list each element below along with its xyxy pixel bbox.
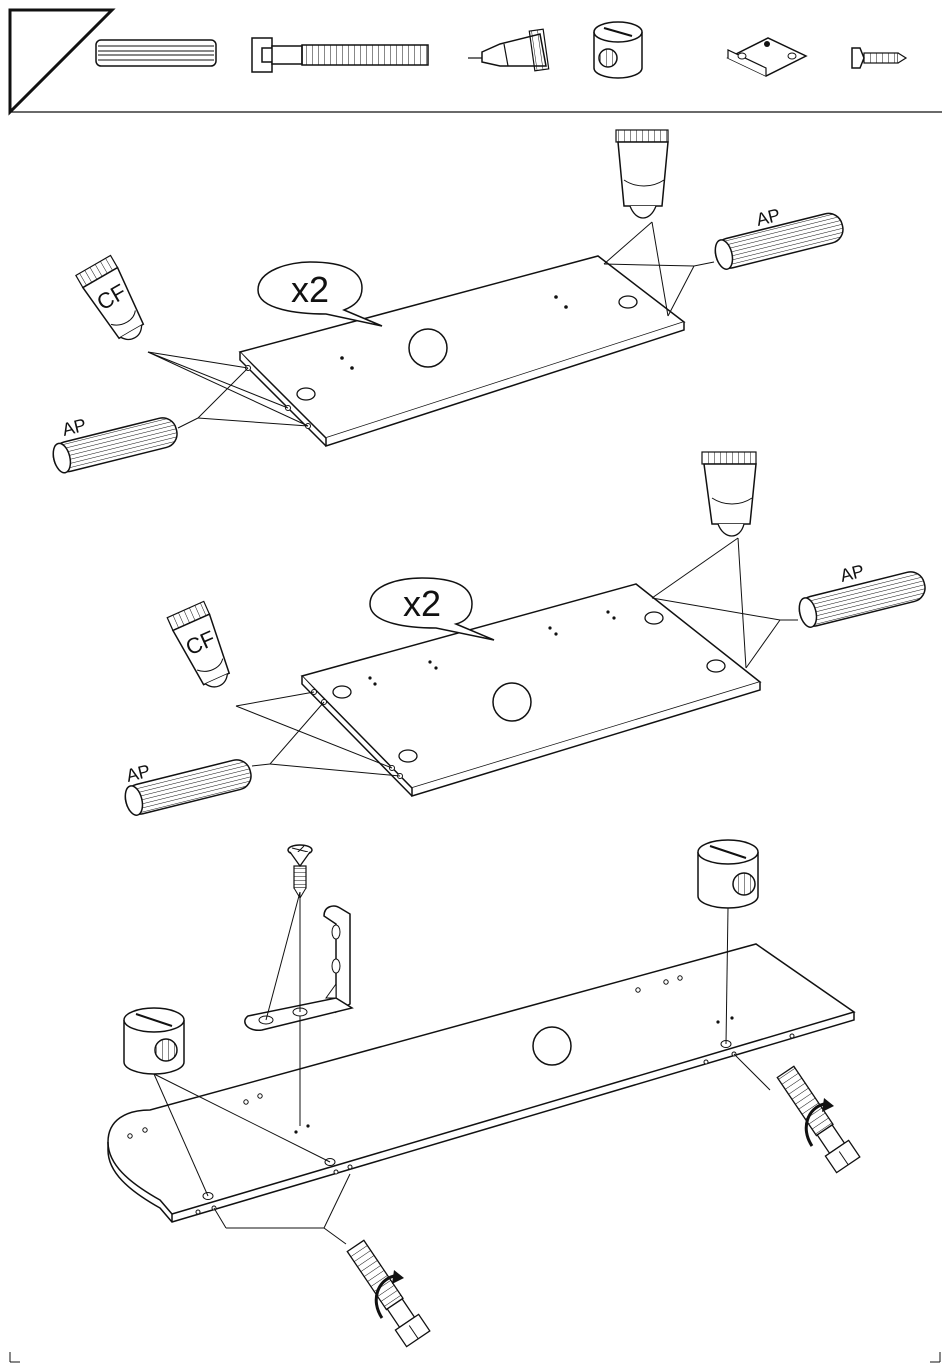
dowel-label-left: AP: [60, 415, 88, 440]
step-3-hardware-assembly: [108, 840, 860, 1347]
parts-header: [10, 10, 942, 112]
glue-tube-icon: [468, 29, 549, 71]
glue-tube-right: [702, 452, 756, 536]
glue-tube-cf: CF: [167, 601, 238, 694]
dowel-label-right: AP: [838, 561, 866, 586]
quantity-callout: x2: [258, 262, 382, 326]
quantity-label: x2: [403, 583, 441, 624]
quantity-label: x2: [291, 269, 329, 310]
glue-tube-cf: CF: [76, 255, 152, 347]
cam-nut-icon: [594, 22, 642, 78]
cam-nut-left: [124, 1008, 184, 1074]
bolt-right: [774, 1064, 860, 1173]
bolt-left: [344, 1238, 430, 1347]
cam-nut-right: [698, 840, 758, 908]
crop-marks: [10, 1352, 940, 1362]
base-panel: [108, 944, 854, 1222]
cable-hole: [409, 329, 447, 367]
dowel-icon: [96, 40, 216, 66]
angle-bracket-icon: [728, 38, 806, 76]
screw-icon: [288, 845, 312, 898]
glue-tube-right: [616, 130, 668, 218]
cable-hole: [533, 1027, 571, 1065]
cable-hole: [493, 683, 531, 721]
step-2-shelf-assembly: x2 CF AP AP: [123, 452, 928, 817]
shelf-panel: [302, 584, 760, 796]
angle-bracket-icon: [245, 906, 352, 1030]
screw-icon: [852, 48, 906, 68]
step-1-shelf-assembly: x2 CF AP AP: [50, 130, 845, 475]
bolt-icon: [252, 38, 428, 72]
